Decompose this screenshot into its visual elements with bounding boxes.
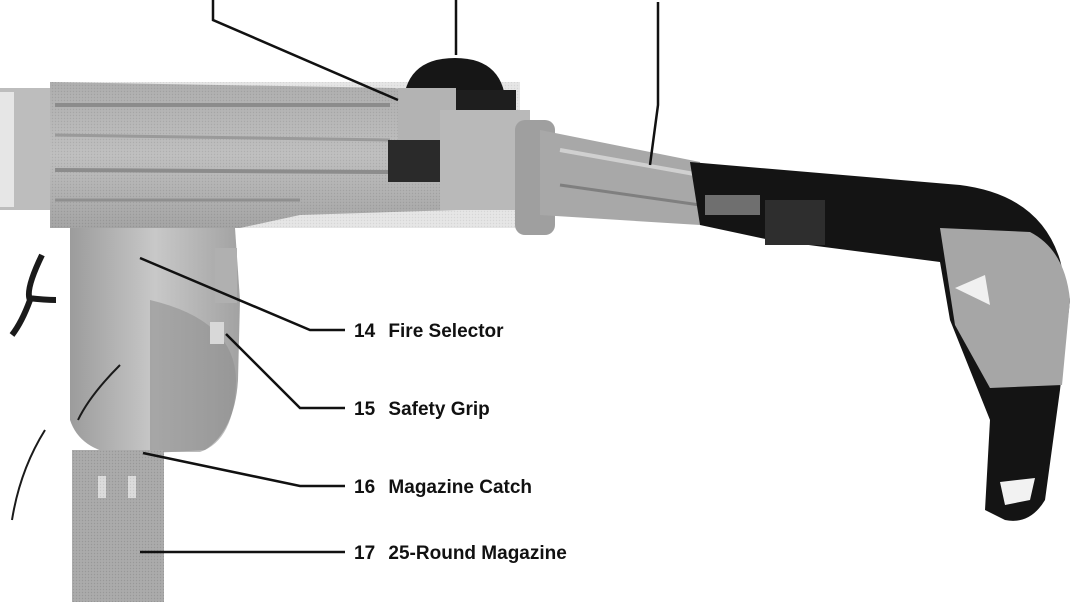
pistol-grip xyxy=(70,228,240,455)
callout-16-label: Magazine Catch xyxy=(388,477,532,498)
callout-14-label: Fire Selector xyxy=(388,321,504,342)
callout-leaders xyxy=(139,256,345,554)
callout-14: 14 Fire Selector xyxy=(354,321,504,342)
callout-16: 16 Magazine Catch xyxy=(354,477,532,498)
callout-17-label: 25-Round Magazine xyxy=(388,543,566,564)
callout-17: 17 25-Round Magazine xyxy=(354,543,567,564)
folding-stock xyxy=(540,130,1070,521)
sling xyxy=(9,253,57,337)
callout-15-number: 15 xyxy=(354,399,376,420)
callout-14-number: 14 xyxy=(354,321,376,342)
leader-line-top-right xyxy=(648,2,660,166)
leader-line-top-left xyxy=(211,0,399,102)
callout-16-number: 16 xyxy=(354,477,375,498)
magazine xyxy=(72,450,164,602)
callout-15-label: Safety Grip xyxy=(388,399,489,420)
callout-17-number: 17 xyxy=(354,543,375,564)
callout-15: 15 Safety Grip xyxy=(354,399,490,420)
